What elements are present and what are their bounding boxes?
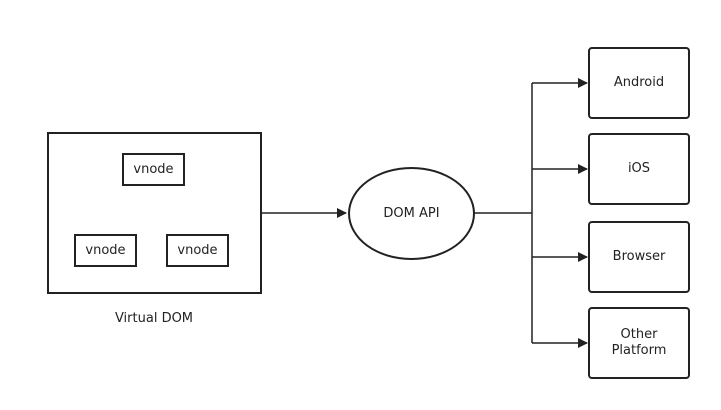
platform-other-label-line1: Other: [620, 327, 658, 342]
virtual-dom-caption: Virtual DOM: [114, 311, 194, 326]
vnode-child-right-label: vnode: [177, 242, 218, 258]
vnode-child-right: vnode: [166, 234, 229, 267]
vnode-child-left-label: vnode: [85, 242, 126, 258]
vnode-root-label: vnode: [133, 161, 174, 177]
platform-ios: iOS: [588, 133, 690, 205]
vnode-child-left: vnode: [74, 234, 137, 267]
platform-ios-label: iOS: [627, 161, 651, 176]
platform-android-label: Android: [613, 75, 665, 90]
vnode-root: vnode: [122, 153, 185, 186]
platform-browser: Browser: [588, 221, 690, 293]
platform-other: Other Platform: [588, 307, 690, 379]
platform-other-label-line2: Platform: [611, 343, 667, 358]
dom-api-ellipse: DOM API: [348, 167, 475, 260]
dom-api-label: DOM API: [383, 205, 440, 221]
platform-browser-label: Browser: [612, 249, 666, 264]
platform-android: Android: [588, 47, 690, 119]
